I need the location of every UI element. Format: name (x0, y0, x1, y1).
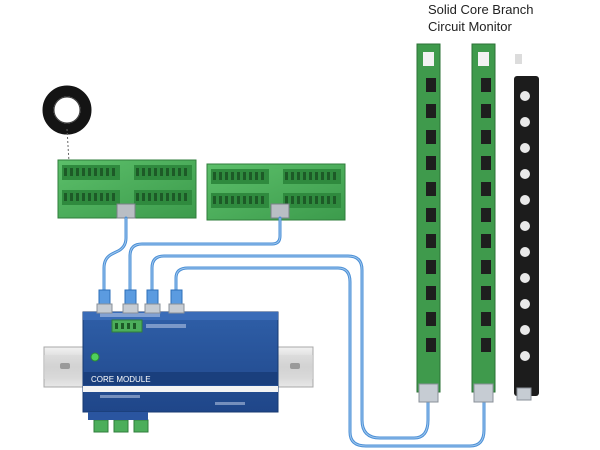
strip-2-rj45-port (473, 383, 494, 403)
rj45-port-left-board (116, 203, 136, 219)
status-led (90, 352, 100, 362)
rj45-port-right-board (270, 203, 290, 219)
strip-1-rj45-port (418, 383, 439, 403)
current-transformer-ring (42, 85, 92, 163)
module-rj45-plugs (96, 289, 185, 314)
interface-board-left (57, 159, 197, 219)
module-label: CORE MODULE (91, 375, 151, 384)
diagram-title: Solid Core Branch Circuit Monitor (428, 1, 598, 35)
module-bottom-connectors (93, 419, 149, 433)
diagram-title-line-1: Solid Core Branch (428, 2, 534, 17)
branch-monitor-strip-1 (416, 43, 441, 403)
core-module: CORE MODULE (82, 311, 279, 433)
branch-monitor-strip-2 (471, 43, 496, 403)
interface-board-right (206, 163, 346, 221)
cable-to-left-board (102, 216, 128, 294)
diagram-title-line-2: Circuit Monitor (428, 19, 512, 34)
solid-core-ct-strip (514, 54, 539, 401)
